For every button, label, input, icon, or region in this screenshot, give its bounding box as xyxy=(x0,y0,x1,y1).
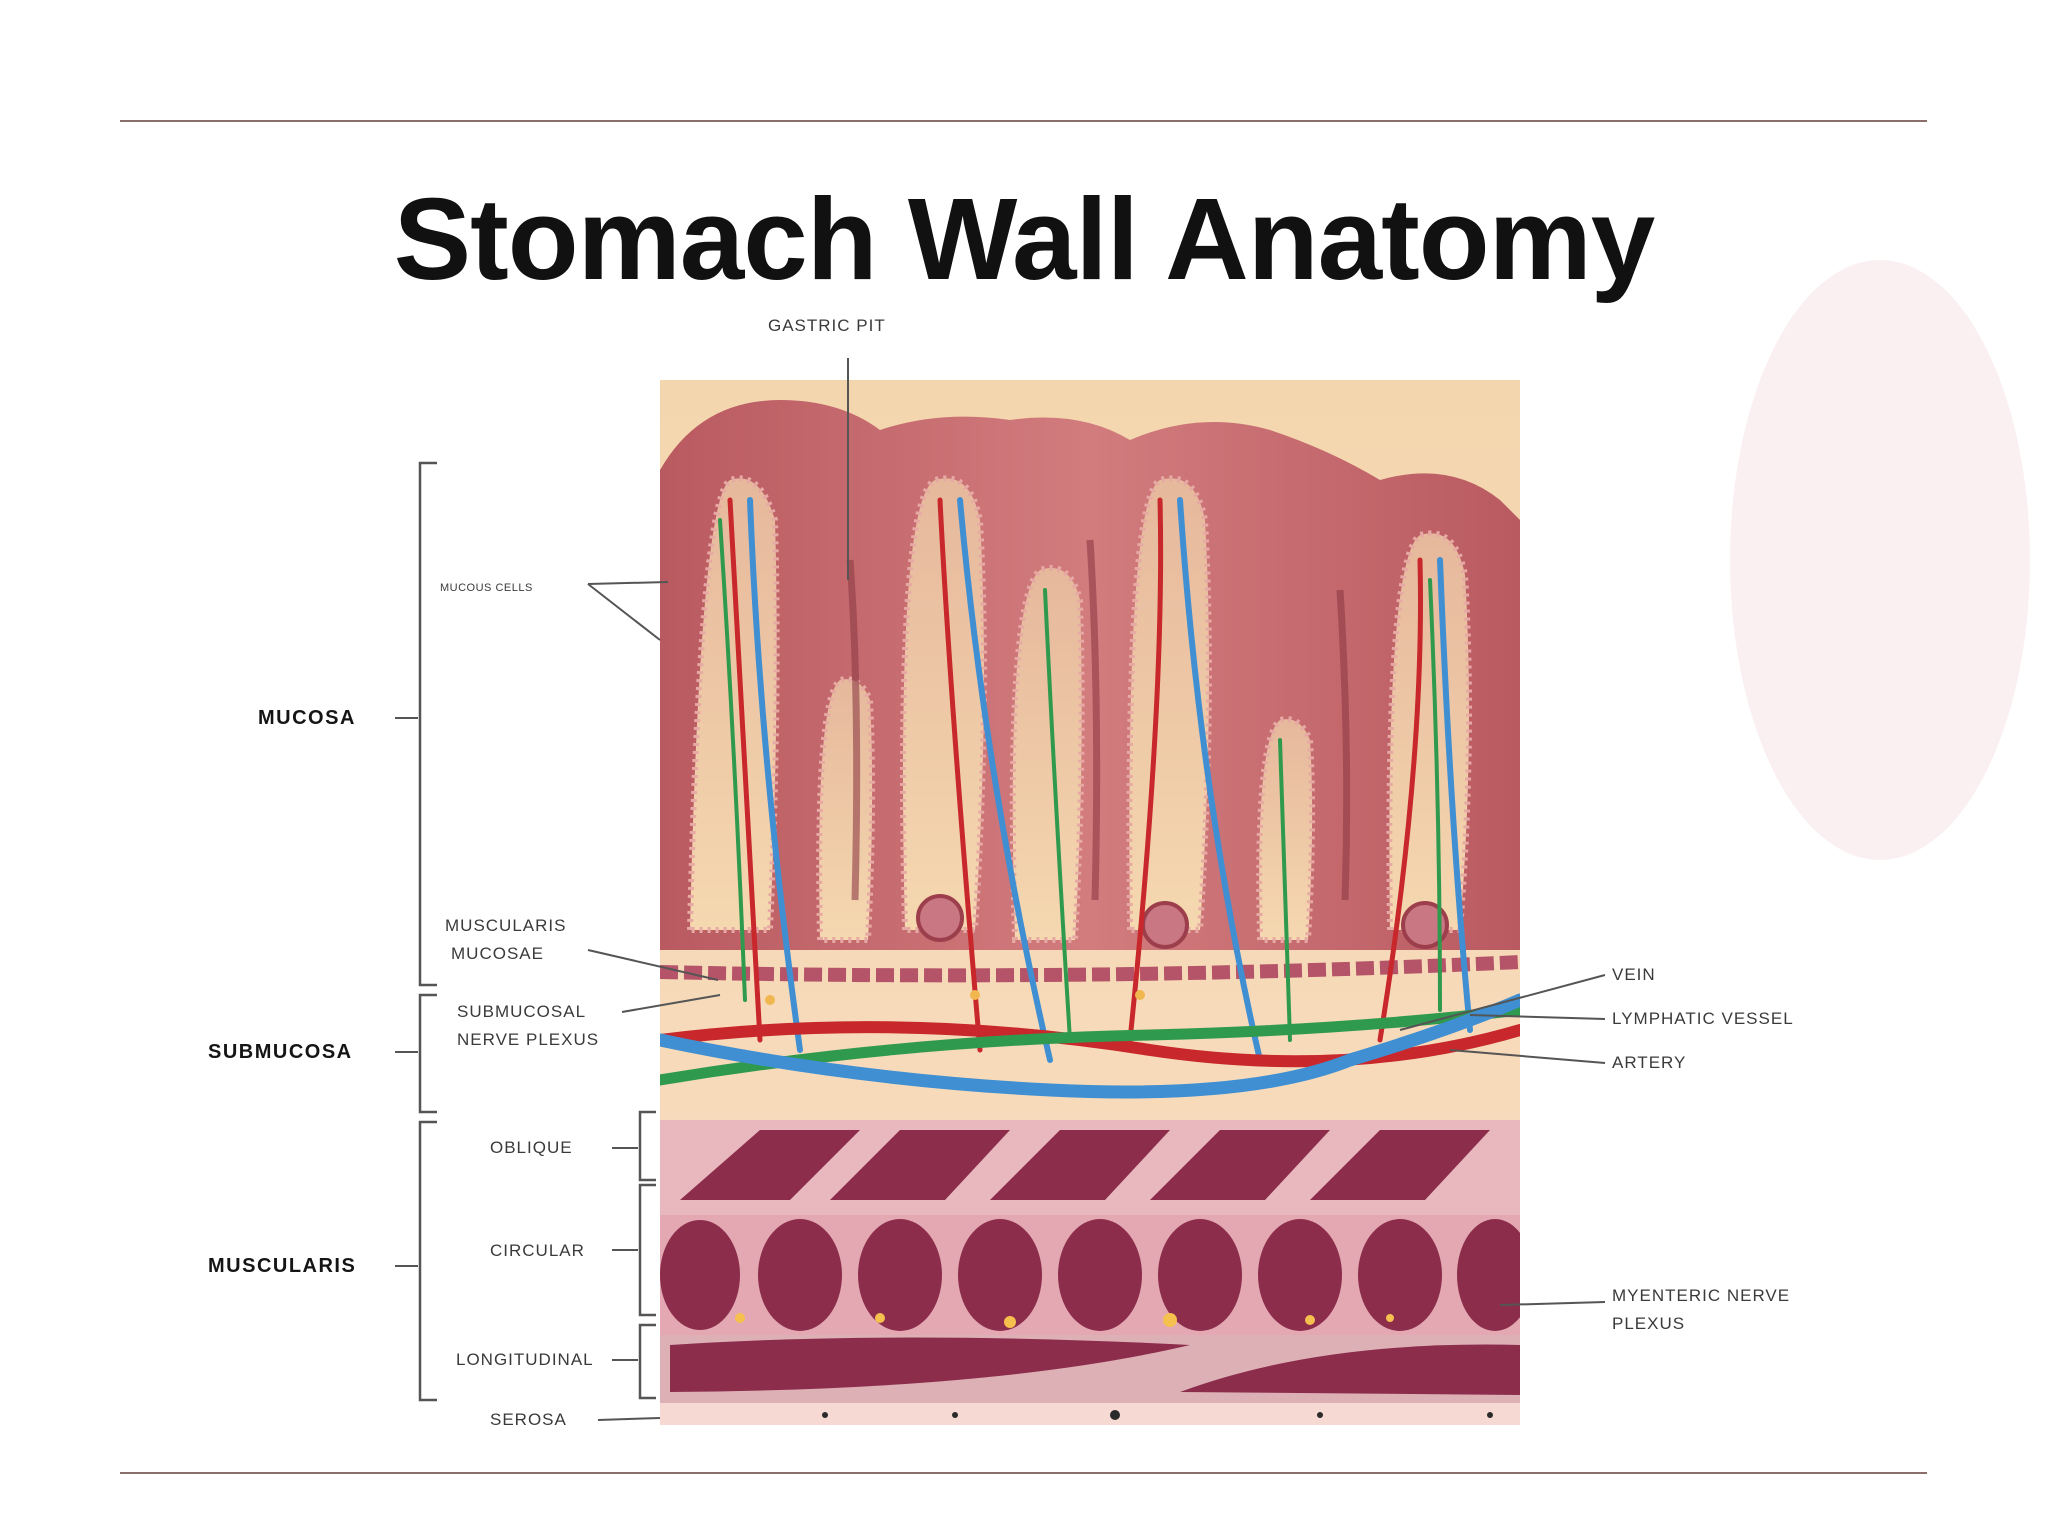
artery-vessel xyxy=(660,1021,1520,1068)
serosa-layer xyxy=(660,1403,1520,1425)
muscularis-bracket xyxy=(418,1120,437,1402)
label-vein: VEIN xyxy=(1612,965,1656,984)
muscularis-mucosae-band xyxy=(660,955,1520,983)
label-muscularis: MUSCULARIS xyxy=(208,1255,357,1277)
mucosa-bracket xyxy=(418,461,437,987)
label-mucous-cells: MUCOUS CELLS xyxy=(440,582,533,594)
label-gastric-pit: GASTRIC PIT xyxy=(768,316,886,335)
label-oblique: OBLIQUE xyxy=(490,1138,573,1157)
top-rule xyxy=(120,120,1927,122)
label-myenteric-plexus-line2: PLEXUS xyxy=(1612,1314,1686,1333)
bottom-rule xyxy=(120,1472,1927,1474)
label-muscularis-mucosae-line1: MUSCULARIS xyxy=(445,916,567,935)
background-ghost xyxy=(1730,260,2030,860)
label-submucosa: SUBMUCOSA xyxy=(208,1041,353,1063)
label-longitudinal: LONGITUDINAL xyxy=(456,1350,594,1369)
vein-vessel xyxy=(660,993,1520,1099)
label-submucosal-plexus-line1: SUBMUCOSAL xyxy=(457,1002,587,1021)
label-myenteric-plexus: MYENTERIC NERVE PLEXUS xyxy=(1612,1282,1790,1338)
label-muscularis-mucosae: MUSCULARIS MUCOSAE xyxy=(445,912,566,968)
label-artery: ARTERY xyxy=(1612,1053,1687,1072)
label-myenteric-plexus-line1: MYENTERIC NERVE xyxy=(1612,1286,1791,1305)
label-serosa: SEROSA xyxy=(490,1410,567,1429)
label-mucosa: MUCOSA xyxy=(258,707,356,729)
tissue-block xyxy=(660,380,1520,1425)
label-submucosal-plexus: SUBMUCOSAL NERVE PLEXUS xyxy=(457,998,599,1054)
label-submucosal-plexus-line2: NERVE PLEXUS xyxy=(457,1030,600,1049)
label-circular: CIRCULAR xyxy=(490,1241,585,1260)
page-title: Stomach Wall Anatomy xyxy=(393,174,1655,304)
label-lymphatic-vessel: LYMPHATIC VESSEL xyxy=(1612,1009,1794,1028)
submucosa-bracket xyxy=(418,993,437,1114)
label-muscularis-mucosae-line2: MUCOSAE xyxy=(451,944,544,963)
